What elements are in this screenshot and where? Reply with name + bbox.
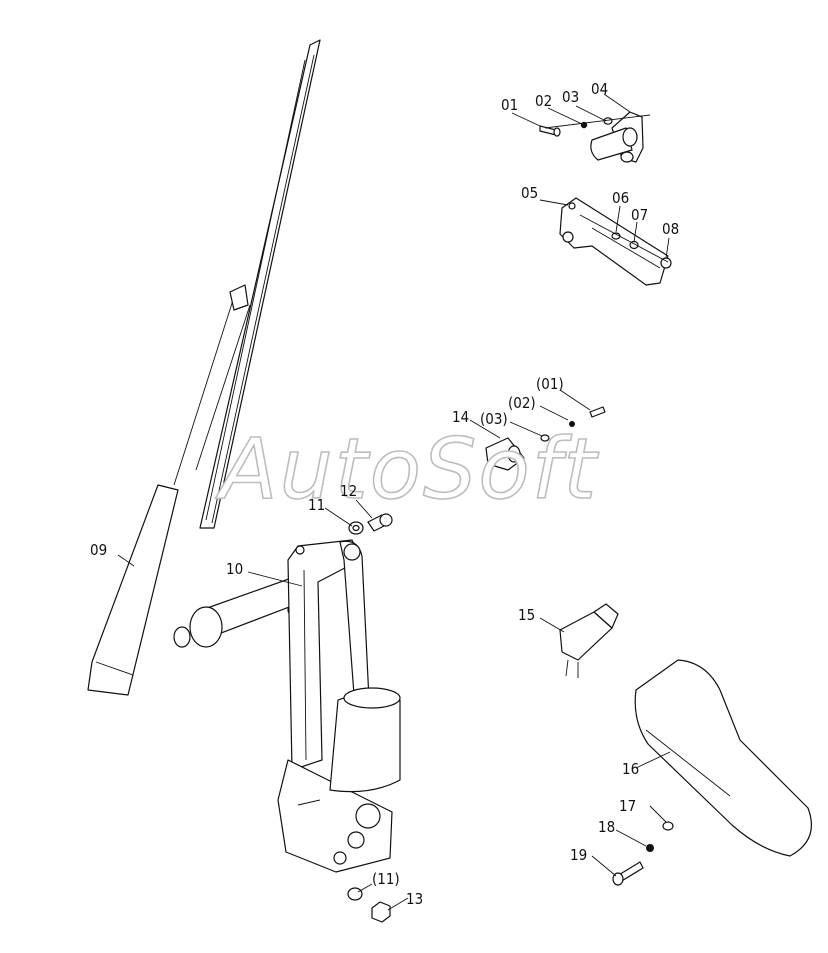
- label-ref-03: (03): [480, 410, 508, 428]
- label-17: 17: [619, 797, 636, 815]
- part-15-switch: [559, 603, 619, 678]
- label-15: 15: [518, 606, 535, 624]
- part-11-washer-lower: [347, 887, 363, 901]
- part-13-nut: [371, 901, 391, 923]
- part-18-washer: [646, 844, 654, 852]
- part-14-connector: [485, 437, 525, 471]
- label-01: 01: [501, 96, 518, 114]
- part-12-bolt: [367, 513, 393, 532]
- label-07: 07: [631, 206, 648, 224]
- label-08: 08: [662, 220, 679, 238]
- label-13: 13: [406, 890, 423, 908]
- part-16-cover: [634, 659, 812, 857]
- part-04-mount-bracket: [590, 111, 644, 163]
- label-11: 11: [308, 496, 325, 514]
- leader-lines: [117, 93, 671, 911]
- part-19-bolt: [612, 861, 644, 886]
- part-11-washer: [348, 521, 364, 535]
- label-18: 18: [598, 818, 615, 836]
- label-06: 06: [612, 189, 629, 207]
- label-05: 05: [521, 184, 538, 202]
- part-r02-washer: [569, 421, 575, 427]
- label-09: 09: [90, 541, 107, 559]
- label-03: 03: [562, 88, 579, 106]
- part-r01-screw: [589, 406, 606, 418]
- part-05-switch-plate: [559, 197, 669, 286]
- label-ref-02: (02): [508, 394, 536, 412]
- label-10: 10: [226, 560, 243, 578]
- label-19: 19: [570, 846, 587, 864]
- label-ref-01: (01): [536, 375, 564, 393]
- label-16: 16: [622, 760, 639, 778]
- label-02: 02: [535, 92, 552, 110]
- wiper-blade: [173, 39, 321, 529]
- part-17-washer: [662, 821, 674, 831]
- watermark: AutoSoft: [215, 420, 599, 518]
- label-04: 04: [591, 80, 608, 98]
- label-14: 14: [452, 408, 469, 426]
- wiper-motor-frame: [277, 539, 401, 873]
- part-r03-washer: [540, 434, 550, 442]
- part-09-wiper-arm: [87, 484, 179, 696]
- label-ref-11: (11): [372, 870, 400, 888]
- label-12: 12: [340, 482, 357, 500]
- part-01-screw: [539, 125, 561, 137]
